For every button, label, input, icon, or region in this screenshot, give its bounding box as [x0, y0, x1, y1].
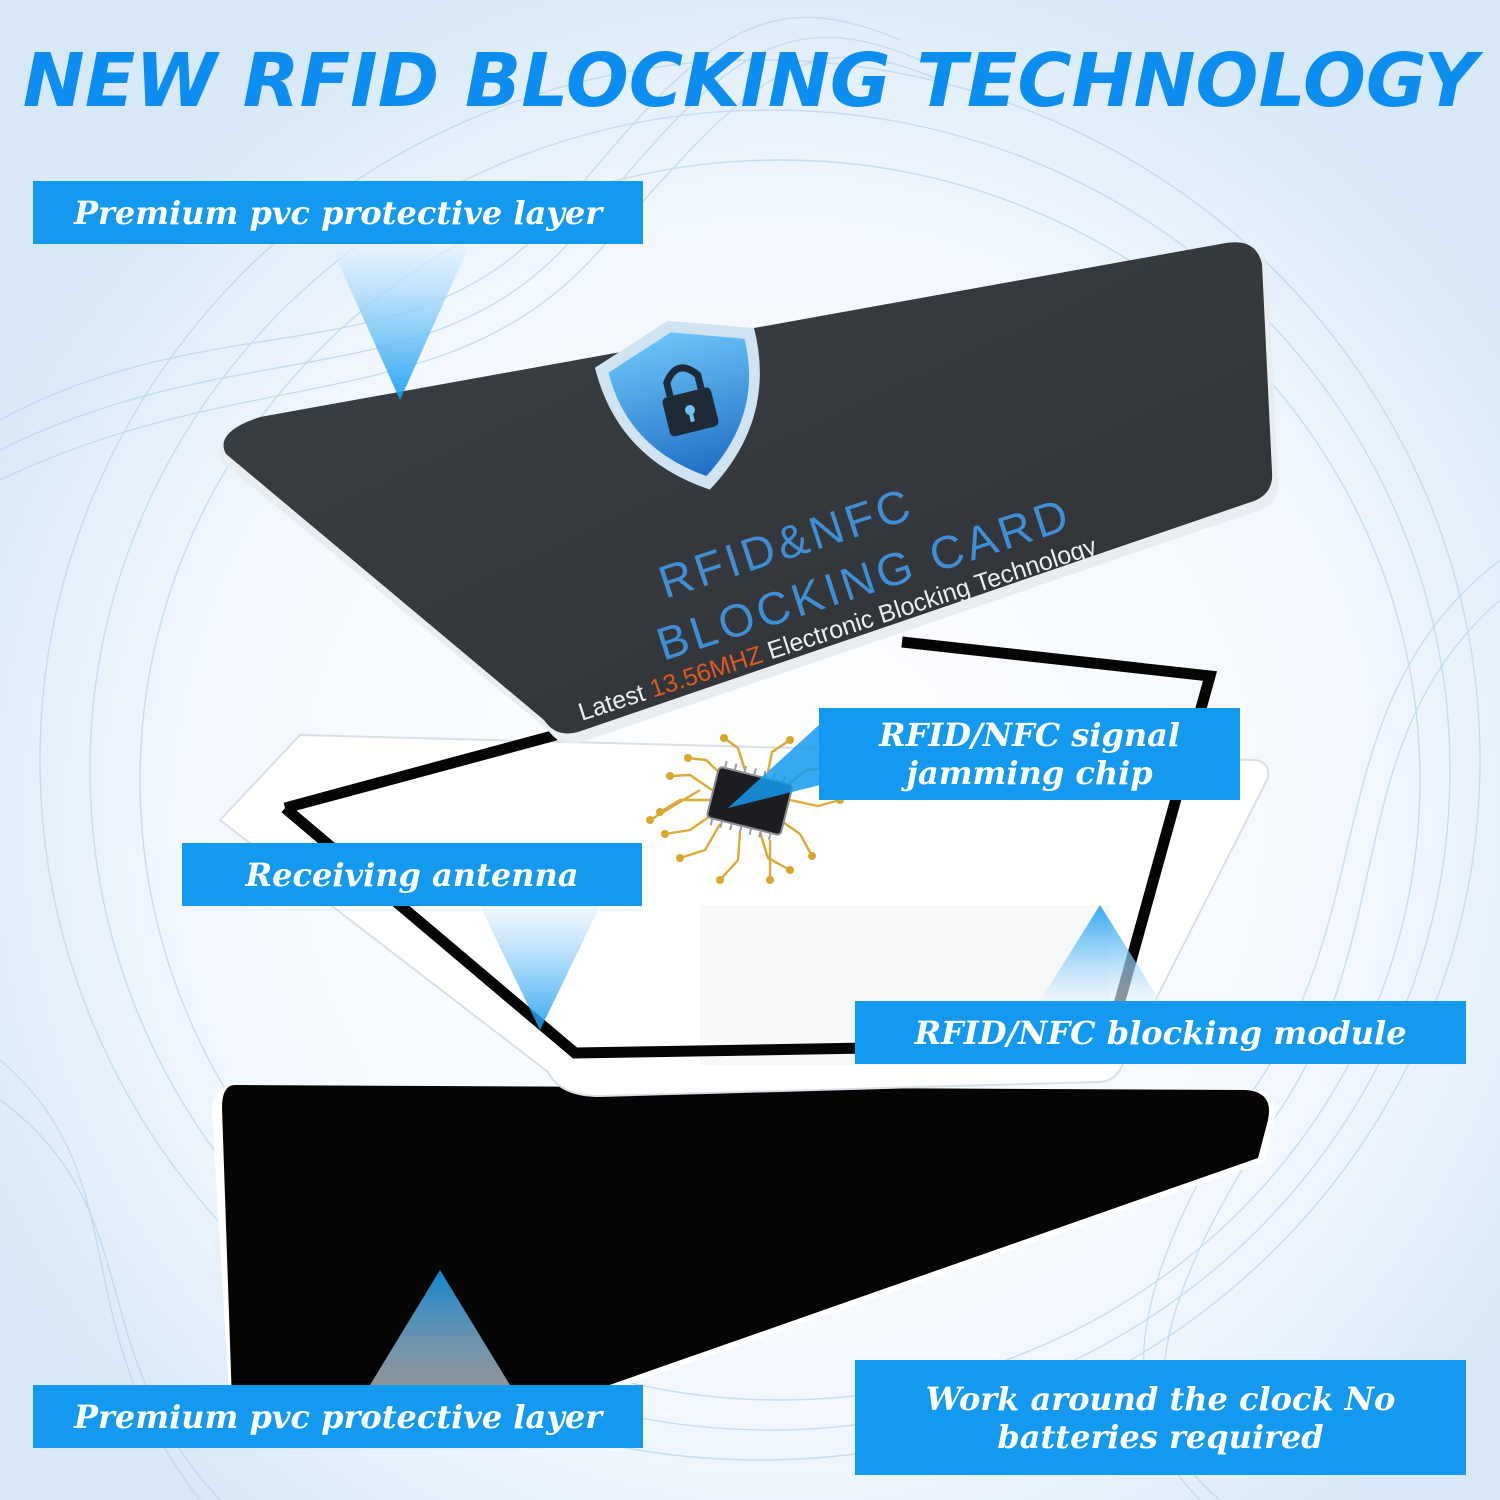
- label-receiving-antenna: Receiving antenna: [182, 843, 642, 906]
- label-blocking-module: RFID/NFC blocking module: [855, 1001, 1466, 1064]
- pointer-module: [1040, 905, 1160, 1001]
- label-top-protective-layer: Premium pvc protective layer: [33, 181, 643, 244]
- page-title: NEW RFID BLOCKING TECHNOLOGY: [22, 38, 1478, 124]
- label-bottom-protective-layer: Premium pvc protective layer: [33, 1385, 643, 1448]
- label-no-batteries: Work around the clock No batteries requi…: [855, 1360, 1466, 1475]
- pointer-chip: [728, 724, 820, 808]
- rfid-blocking-card: [219, 242, 1279, 744]
- pointer-antenna: [480, 906, 600, 1030]
- label-jamming-chip: RFID/NFC signal jamming chip: [819, 708, 1240, 800]
- shield-lock-icon: [594, 320, 760, 490]
- pointer-top-layer: [330, 244, 470, 400]
- pointer-bottom-layer: [370, 1270, 510, 1385]
